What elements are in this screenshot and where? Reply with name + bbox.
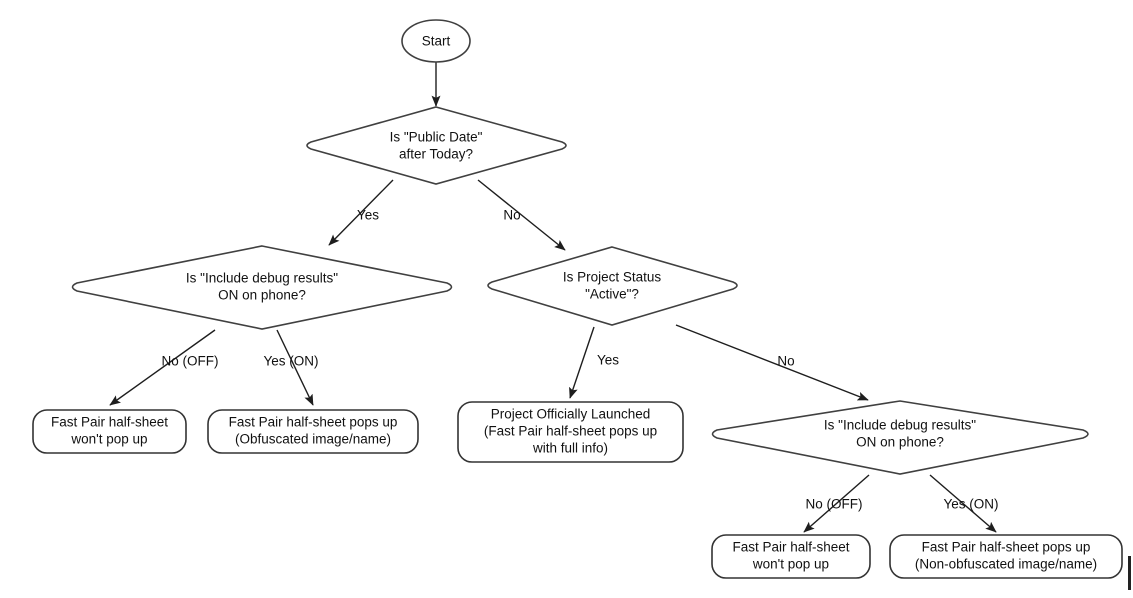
edge-debug-right-on <box>929 474 997 533</box>
outcome-left-on-shape <box>207 409 419 454</box>
public-date-line2: after Today? <box>399 147 473 162</box>
node-outcome-launched[interactable]: Project Officially Launched (Fast Pair h… <box>457 401 684 463</box>
edges-layer <box>109 62 997 533</box>
outcome-right-on-line2: (Non-obfuscated image/name) <box>915 557 1097 572</box>
outcome-left-off-shape <box>32 409 187 454</box>
edge-project-status-no <box>675 324 869 401</box>
public-date-line1: Is "Public Date" <box>390 130 483 145</box>
outcome-right-on-shape <box>889 534 1123 579</box>
edge-label-debug-right-on: Yes (ON) <box>943 497 998 512</box>
outcome-right-off-line1: Fast Pair half-sheet <box>732 540 849 555</box>
outcome-left-off-line1: Fast Pair half-sheet <box>51 415 168 430</box>
edge-debug-left-on <box>276 329 314 406</box>
edge-public-date-yes <box>328 179 394 246</box>
edge-label-debug-left-on: Yes (ON) <box>263 354 318 369</box>
node-question-public-date[interactable]: Is "Public Date" after Today? <box>306 106 567 185</box>
edge-public-date-no <box>477 179 566 251</box>
outcome-launched-line1: Project Officially Launched <box>491 407 651 422</box>
node-question-project-status[interactable]: Is Project Status "Active"? <box>487 246 738 327</box>
edge-label-public-date-no: No <box>503 208 520 223</box>
edge-debug-left-off <box>109 329 216 406</box>
debug-right-line1: Is "Include debug results" <box>824 418 976 433</box>
outcome-right-off-shape <box>711 534 871 579</box>
project-status-diamond-shape <box>487 246 738 327</box>
project-status-line1: Is Project Status <box>563 270 662 285</box>
outcome-right-on-line1: Fast Pair half-sheet pops up <box>922 540 1091 555</box>
edge-project-status-yes <box>569 326 595 399</box>
start-ellipse-shape <box>401 19 471 63</box>
edge-label-debug-right-off: No (OFF) <box>806 497 863 512</box>
edge-label-project-status-no: No <box>777 354 794 369</box>
debug-right-diamond-shape <box>711 400 1089 475</box>
outcome-right-off-line2: won't pop up <box>752 557 829 572</box>
node-outcome-right-off[interactable]: Fast Pair half-sheet won't pop up <box>711 534 871 579</box>
outcome-launched-line3: with full info) <box>532 441 608 456</box>
edge-debug-right-off <box>803 474 870 533</box>
node-question-debug-right[interactable]: Is "Include debug results" ON on phone? <box>711 400 1089 475</box>
debug-right-line2: ON on phone? <box>856 435 944 450</box>
start-label: Start <box>422 34 451 49</box>
right-edge-cursor-artifact <box>1128 556 1131 590</box>
debug-left-line2: ON on phone? <box>218 288 306 303</box>
edge-label-debug-left-off: No (OFF) <box>162 354 219 369</box>
outcome-launched-line2: (Fast Pair half-sheet pops up <box>484 424 657 439</box>
outcome-left-off-line2: won't pop up <box>70 432 147 447</box>
debug-left-line1: Is "Include debug results" <box>186 271 338 286</box>
outcome-left-on-line2: (Obfuscated image/name) <box>235 432 391 447</box>
node-outcome-left-off[interactable]: Fast Pair half-sheet won't pop up <box>32 409 187 454</box>
edge-label-public-date-yes: Yes <box>357 208 379 223</box>
project-status-line2: "Active"? <box>585 287 639 302</box>
outcome-left-on-line1: Fast Pair half-sheet pops up <box>229 415 398 430</box>
node-question-debug-left[interactable]: Is "Include debug results" ON on phone? <box>71 245 453 330</box>
outcome-launched-shape <box>457 401 684 463</box>
node-outcome-right-on[interactable]: Fast Pair half-sheet pops up (Non-obfusc… <box>889 534 1123 579</box>
edge-labels-layer: Yes No No (OFF) Yes (ON) Yes No No (OFF)… <box>162 208 999 512</box>
edge-label-project-status-yes: Yes <box>597 353 619 368</box>
debug-left-diamond-shape <box>71 245 453 330</box>
node-start[interactable]: Start <box>401 19 471 63</box>
public-date-diamond-shape <box>306 106 567 185</box>
node-outcome-left-on[interactable]: Fast Pair half-sheet pops up (Obfuscated… <box>207 409 419 454</box>
